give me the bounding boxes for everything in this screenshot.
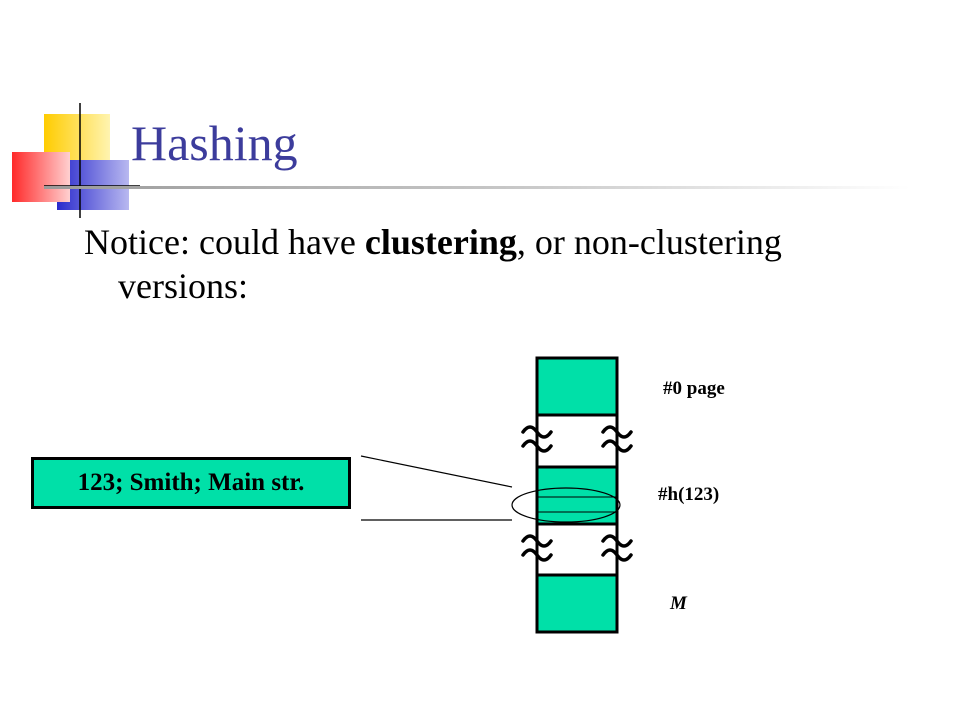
zoom-line-upper xyxy=(360,455,513,488)
page-label-hashed: #h(123) xyxy=(658,484,720,505)
page-label-last: M xyxy=(670,593,687,614)
title-underline xyxy=(44,186,910,189)
page-block-hashed xyxy=(535,465,619,526)
slide-body-text: Notice: could have clustering, or non-cl… xyxy=(84,220,944,308)
corner-decoration xyxy=(12,103,140,218)
slide-title: Hashing xyxy=(131,115,298,171)
record-slot-ellipse xyxy=(511,487,621,523)
page-block-first xyxy=(535,356,619,417)
deco-red-square xyxy=(12,152,70,202)
body-text-part: , or non-clustering xyxy=(516,222,782,262)
record-box: 123; Smith; Main str. xyxy=(31,457,351,509)
page-label-first: #0 page xyxy=(663,378,725,399)
body-text-emphasis: clustering xyxy=(364,222,517,262)
body-text-part: Notice: could have xyxy=(84,222,365,262)
page-block-last xyxy=(535,573,619,634)
break-mark-upper-right xyxy=(601,425,633,453)
break-mark-lower-left xyxy=(521,534,553,562)
break-mark-lower-right xyxy=(601,534,633,562)
break-mark-upper-left xyxy=(521,425,553,453)
body-text-line2: versions: xyxy=(118,266,248,306)
